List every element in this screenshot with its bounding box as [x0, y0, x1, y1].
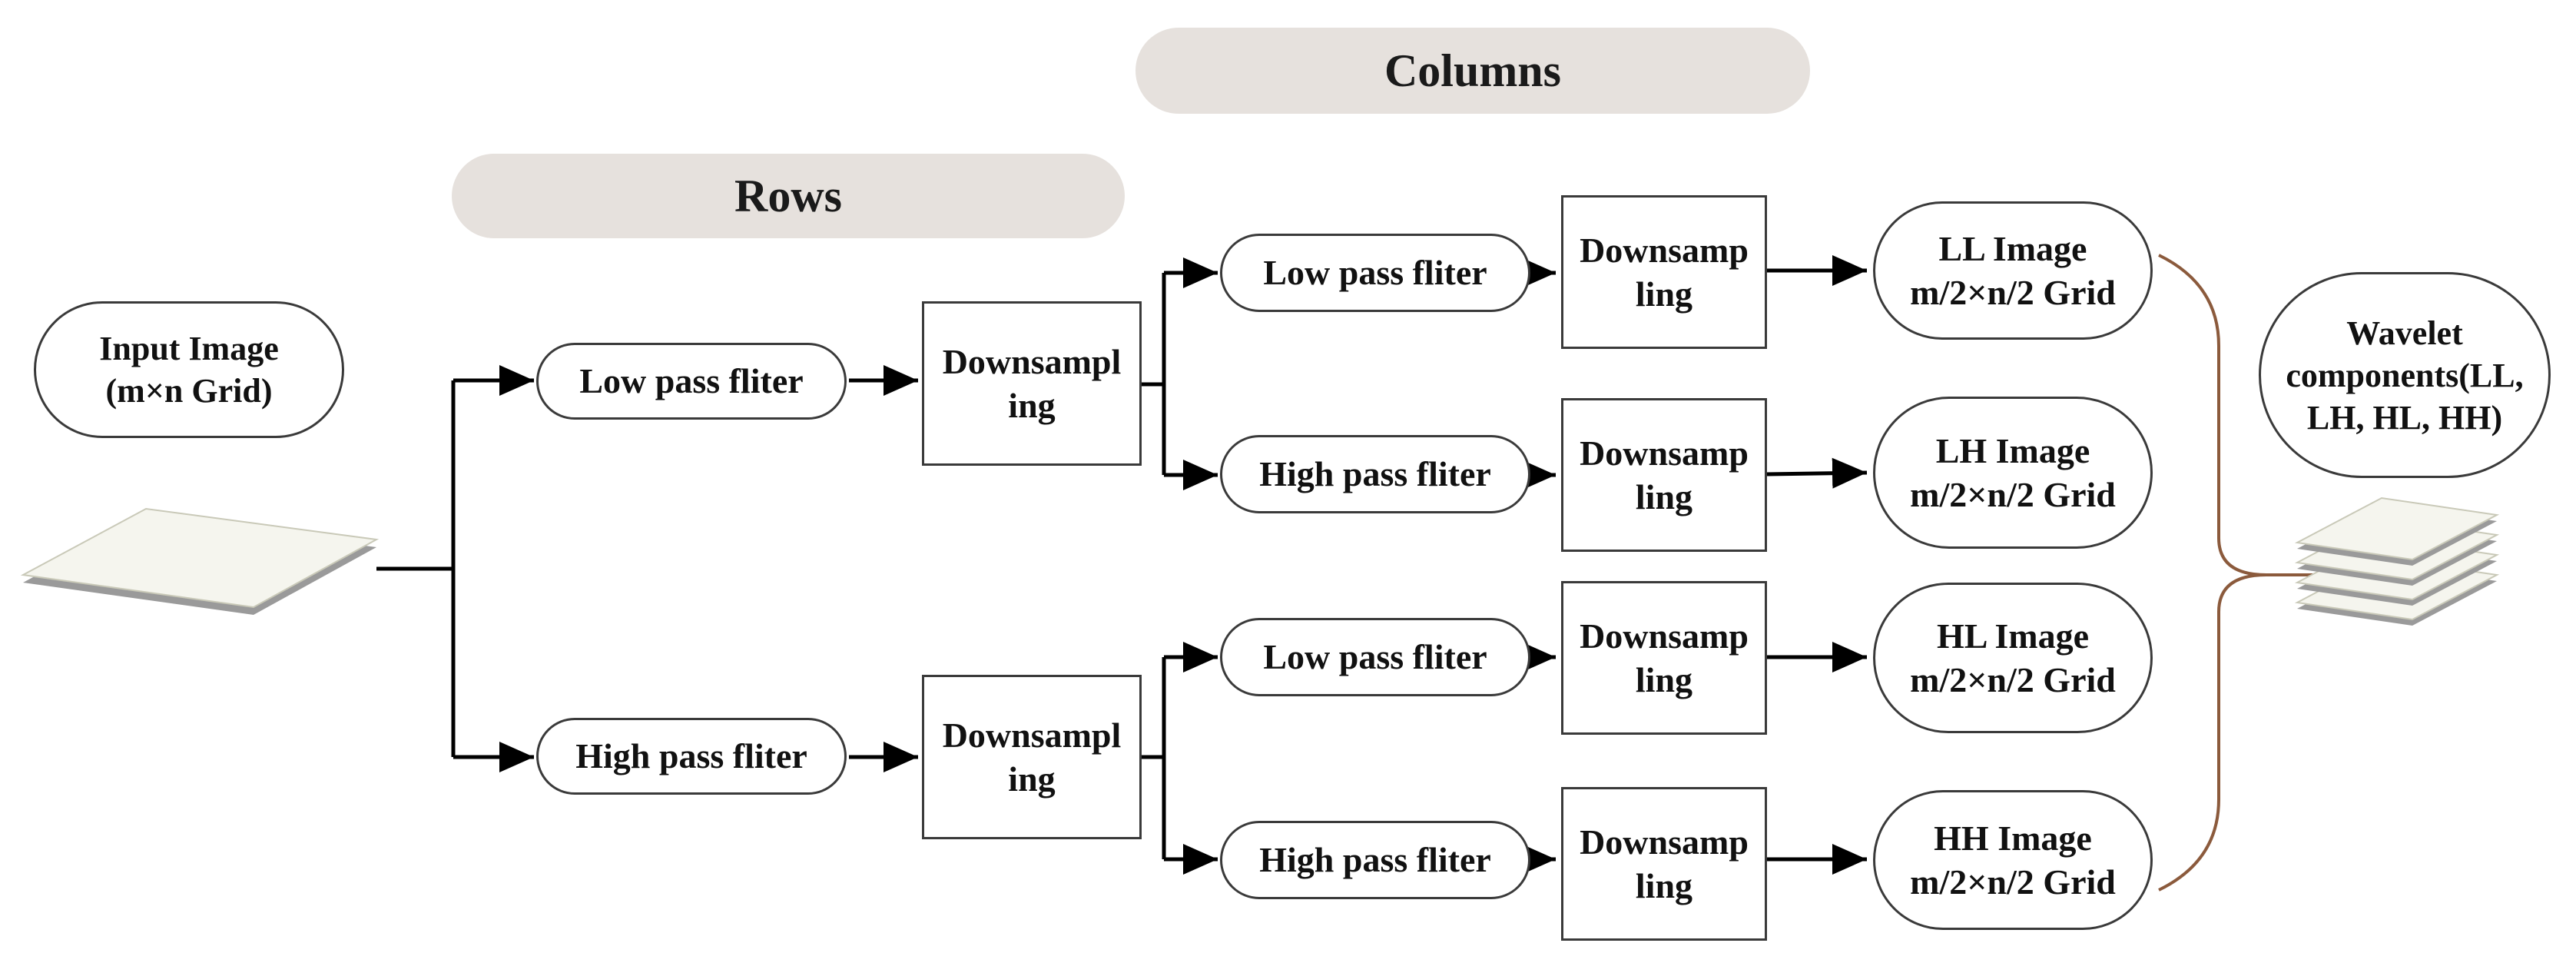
arrow-ds-to-lh — [1766, 457, 1868, 489]
row-low-pass-filter: Low pass fliter — [536, 343, 847, 420]
col-downsample-4: Downsamp ling — [1561, 787, 1767, 941]
col-low-pass-filter-2: Low pass fliter — [1220, 618, 1530, 696]
row-downsample-bottom: Downsampl ing — [922, 675, 1142, 839]
rows-header: Rows — [452, 154, 1125, 238]
col-high-pass-filter-2: High pass fliter — [1220, 821, 1530, 899]
col-downsample-2: Downsamp ling — [1561, 398, 1767, 552]
stacked-sheets-icon — [2294, 496, 2500, 626]
input-image-node: Input Image (m×n Grid) — [34, 301, 344, 438]
col-downsample-1: Downsamp ling — [1561, 195, 1767, 349]
row-downsample-top: Downsampl ing — [922, 301, 1142, 466]
wavelet-components-node: Wavelet components(LL, LH, HL, HH) — [2259, 272, 2551, 478]
col-high-pass-filter-1: High pass fliter — [1220, 435, 1530, 513]
lh-image-output: LH Image m/2×n/2 Grid — [1873, 397, 2153, 549]
ll-image-output: LL Image m/2×n/2 Grid — [1873, 201, 2153, 340]
output-brace — [2158, 254, 2320, 892]
col-low-pass-filter-1: Low pass fliter — [1220, 234, 1530, 312]
col-downsample-3: Downsamp ling — [1561, 581, 1767, 735]
hl-image-output: HL Image m/2×n/2 Grid — [1873, 583, 2153, 733]
hh-image-output: HH Image m/2×n/2 Grid — [1873, 790, 2153, 930]
columns-header: Columns — [1135, 28, 1810, 114]
row-high-pass-filter: High pass fliter — [536, 718, 847, 795]
input-sheet-icon — [20, 507, 380, 615]
